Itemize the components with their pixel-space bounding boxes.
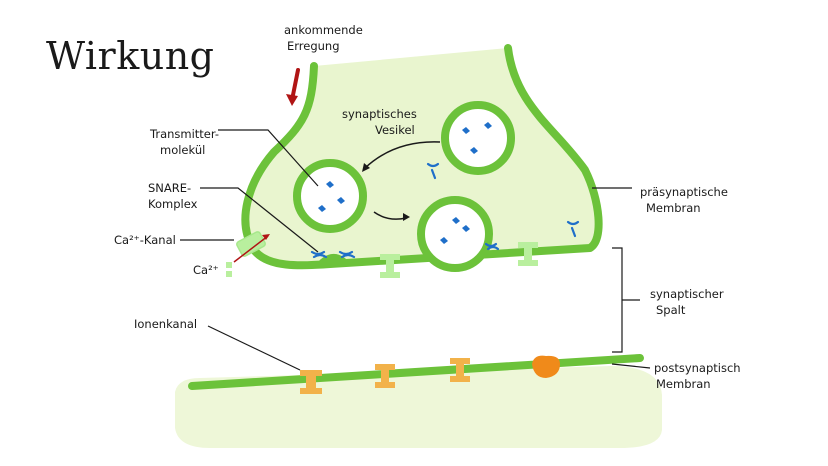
page-title: Wirkung — [46, 34, 215, 78]
synaptic-vesicle-docking — [293, 159, 367, 233]
label-transmitter-2: molekül — [160, 143, 205, 157]
label-calcium-ion: Ca²⁺ — [193, 263, 219, 277]
label-snare: SNARE- — [148, 181, 191, 195]
vesicle-move-arrow-head — [362, 163, 370, 172]
calcium-influx-arrow — [233, 235, 269, 263]
presynaptic-channel — [380, 242, 538, 278]
label-synaptic-cleft-2: Spalt — [656, 303, 686, 317]
label-presynaptic-membrane-2: Membran — [646, 201, 701, 215]
incoming-arrow-head — [286, 94, 298, 106]
label-postsynaptic-membrane: postsynaptisch — [654, 361, 741, 375]
label-postsynaptic-membrane-2: Membran — [656, 377, 711, 391]
calcium-arrow-head — [262, 234, 270, 240]
label-synaptic-vesicle-2: Vesikel — [375, 123, 415, 137]
incoming-excitation-arrow — [290, 68, 300, 102]
synaptic-vesicle-fusing — [417, 196, 493, 272]
postsynaptic-membrane — [188, 354, 644, 390]
postsynaptic-cell — [175, 366, 662, 448]
label-ion-channel: Ionenkanal — [134, 317, 197, 331]
vesicle-move-arrow-2-head — [403, 213, 410, 221]
vesicle-move-arrow — [364, 141, 441, 169]
ion-channel — [300, 358, 470, 394]
label-presynaptic-membrane: präsynaptische — [640, 185, 728, 199]
snare-complex-icon — [310, 162, 580, 259]
calcium-ion — [226, 262, 232, 268]
label-synaptic-cleft: synaptischer — [650, 287, 724, 301]
calcium-channel — [236, 231, 266, 257]
calcium-ion — [226, 271, 232, 277]
label-synaptic-vesicle: synaptisches — [342, 107, 417, 121]
ion-channel-closed — [532, 355, 560, 378]
fusion-pore — [319, 254, 348, 265]
label-incoming-excitation-2: Erregung — [287, 39, 340, 53]
label-incoming-excitation: ankommende — [284, 23, 363, 37]
label-calcium-channel: Ca²⁺-Kanal — [114, 233, 176, 247]
label-snare-2: Komplex — [148, 197, 198, 211]
label-transmitter: Transmitter- — [149, 127, 219, 141]
synaptic-vesicle-top — [441, 101, 515, 175]
leader-lines — [180, 129, 651, 371]
